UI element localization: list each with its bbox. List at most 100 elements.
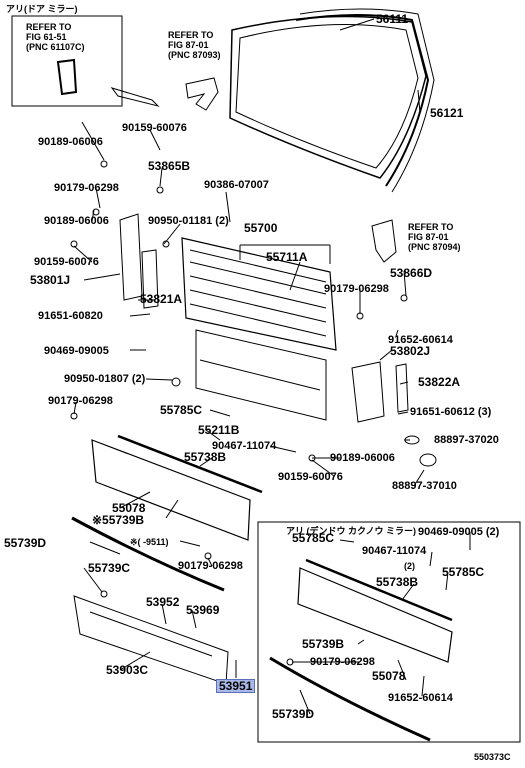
left-inner-bracket — [141, 249, 159, 309]
part-55700: 55700 — [244, 221, 278, 235]
part-90467-11074-b: 90467-11074 — [362, 545, 427, 557]
ref2-line2: FIG 87-01 — [168, 40, 209, 50]
inner-mirror-bracket — [185, 77, 219, 111]
part-53822A: 53822A — [418, 375, 461, 389]
note-9511: ※( -9511) — [130, 537, 169, 547]
ref1-line3: (PNC 61107C) — [26, 42, 85, 52]
ref3-line3: (PNC 87094) — [408, 242, 461, 252]
part-90469-09005-b: 90469-09005 (2) — [418, 526, 500, 538]
windshield-inner-edge — [235, 24, 419, 169]
part-53866D: 53866D — [390, 266, 433, 280]
retractable-mirror-inset-box — [257, 521, 521, 743]
part-55739B-a: ※55739B — [92, 513, 145, 527]
ref3-line1: REFER TO — [408, 222, 454, 232]
windshield-moulding-outer — [299, 8, 435, 193]
part-90950-01807: 90950-01807 (2) — [64, 373, 146, 385]
part-55711A: 55711A — [266, 250, 308, 264]
mirror-base-shape — [56, 58, 78, 96]
cowl-grille-lines — [189, 249, 327, 337]
cowl-grille — [181, 237, 337, 351]
part-91651-60612: 91651-60612 (3) — [410, 406, 492, 418]
right-bracket — [351, 361, 385, 423]
part-55211B: 55211B — [198, 423, 240, 437]
windshield-glass — [229, 15, 427, 179]
mirror-arm-shape — [110, 87, 160, 107]
right-strip — [395, 363, 409, 413]
ref1-line2: FIG 61-51 — [26, 32, 67, 42]
qty-2: (2) — [404, 561, 415, 571]
windshield-moulding — [295, 14, 430, 187]
inset-grille-moulding — [305, 558, 453, 622]
lower-moulding-strip — [71, 516, 225, 592]
part-55739C: 55739C — [88, 561, 131, 575]
bumper-line — [89, 611, 213, 657]
radiator-support-line — [199, 359, 321, 391]
clip-12 — [100, 590, 108, 598]
part-53903C: 53903C — [106, 663, 149, 677]
part-90189-06006-a: 90189-06006 — [38, 136, 103, 148]
part-56121: 56121 — [430, 106, 464, 120]
ref3-line2: FIG 87-01 — [408, 232, 449, 242]
part-90159-60076-c: 90159-60076 — [278, 471, 343, 483]
clip-8 — [171, 377, 181, 387]
door-mirror-variant-label: アリ(ドア ミラー) — [6, 4, 78, 14]
ref2-line3: (PNC 87093) — [168, 50, 221, 60]
part-90179-06298-c: 90179-06298 — [48, 395, 113, 407]
door-mirror-inset-box — [11, 15, 123, 107]
part-90386-07007: 90386-07007 — [204, 179, 269, 191]
part-90469-09005-a: 90469-09005 — [44, 345, 109, 357]
part-55785C-c: 55785C — [442, 565, 485, 579]
inset-grille — [297, 567, 453, 663]
part-55078-b: 55078 — [372, 669, 406, 683]
clip-1 — [100, 160, 108, 168]
ref2-line1: REFER TO — [168, 30, 214, 40]
part-55738B-b: 55738B — [376, 575, 419, 589]
part-91652-60614-b: 91652-60614 — [388, 692, 453, 704]
left-bracket — [119, 213, 143, 301]
part-53821A: 53821A — [140, 292, 183, 306]
radiator-support — [195, 329, 327, 421]
retractable-mirror-variant-label: アリ (デンドウ カクノウ ミラー) — [286, 526, 416, 536]
part-55739B-b: 55739B — [302, 637, 345, 651]
part-90189-06006-b: 90189-06006 — [44, 215, 109, 227]
part-53951-highlighted[interactable]: 53951 — [216, 679, 256, 693]
part-53801J: 53801J — [30, 273, 71, 287]
part-90467-11074-a: 90467-11074 — [212, 440, 277, 452]
part-90189-06006-c: 90189-06006 — [330, 452, 395, 464]
part-56111: 56111 — [376, 12, 409, 26]
part-90179-06298-e: 90179-06298 — [310, 656, 375, 668]
inner-mirror-bracket-right — [371, 219, 397, 263]
part-55785C-b: 55785C — [292, 531, 335, 545]
figure-code: 550373C — [474, 752, 511, 762]
part-55739D-a: 55739D — [4, 536, 47, 550]
clip-3 — [70, 240, 78, 248]
part-90179-06298-b: 90179-06298 — [324, 283, 389, 295]
part-90159-60076-a: 90159-60076 — [122, 122, 187, 134]
part-53969: 53969 — [186, 603, 220, 617]
inset-moulding-strip — [269, 656, 431, 742]
part-53865B: 53865B — [148, 159, 191, 173]
part-88897-37020: 88897-37020 — [434, 434, 499, 446]
inset-leader-lines — [292, 532, 471, 715]
grille-moulding — [117, 434, 263, 494]
part-53952: 53952 — [146, 595, 180, 609]
clip-6 — [400, 294, 408, 302]
part-90950-01181: 90950-01181 (2) — [148, 215, 229, 227]
clip-2 — [92, 208, 100, 216]
front-grille — [91, 439, 251, 541]
part-88897-37010: 88897-37010 — [392, 480, 457, 492]
part-90179-06298-d: 90179-06298 — [178, 560, 243, 572]
part-55738B-a: 55738B — [184, 450, 227, 464]
leader-lines — [73, 18, 425, 678]
ref1-line1: REFER TO — [26, 22, 72, 32]
part-53802J: 53802J — [390, 344, 431, 358]
part-90179-06298-a: 90179-06298 — [54, 182, 119, 194]
part-91652-60614-a: 91652-60614 — [388, 334, 453, 346]
part-90159-60076-b: 90159-60076 — [34, 256, 99, 268]
cap-2 — [419, 453, 437, 467]
part-91651-60820: 91651-60820 — [38, 310, 103, 322]
clip-4 — [156, 186, 164, 194]
part-55739D-b: 55739D — [272, 707, 315, 721]
part-55078-a: 55078 — [112, 501, 146, 515]
